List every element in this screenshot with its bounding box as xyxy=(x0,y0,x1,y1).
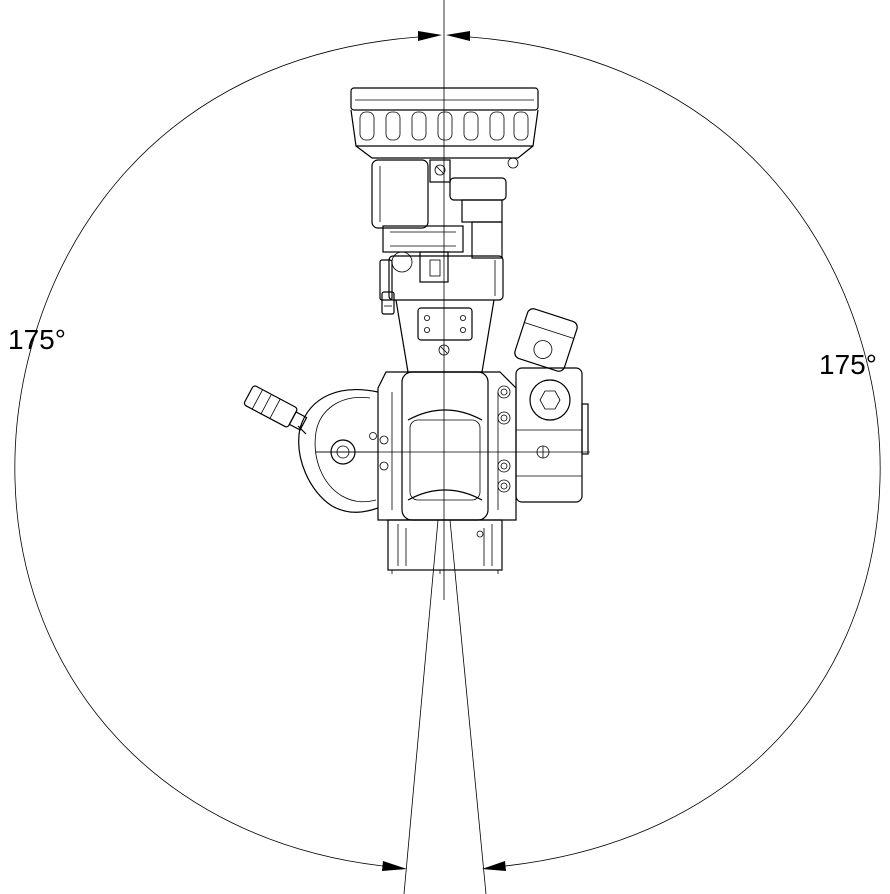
rotation-range-arcs xyxy=(14,36,881,867)
arrow-bottom-right xyxy=(482,861,506,871)
arrow-bottom-left xyxy=(382,861,407,871)
robot-top-view xyxy=(243,87,589,574)
reference-lines xyxy=(316,0,590,894)
left-rotation-arc xyxy=(14,36,419,867)
right-angle-label: 175° xyxy=(819,349,877,380)
limit-line-left xyxy=(403,519,439,894)
arrow-heads xyxy=(382,31,506,871)
upper-arm-link xyxy=(388,255,504,373)
wrist-motor xyxy=(371,159,507,283)
right-motor xyxy=(514,308,589,503)
tool-flange xyxy=(350,87,539,169)
arm-connector-left xyxy=(379,259,395,315)
limit-line-right xyxy=(449,519,487,894)
arrow-top-left xyxy=(418,31,442,41)
left-angle-label: 175° xyxy=(8,324,66,355)
arrow-top-right xyxy=(446,31,470,41)
shoulder-housing xyxy=(369,371,517,521)
left-joint-cover xyxy=(298,389,379,513)
robot-base xyxy=(387,519,503,574)
right-rotation-arc xyxy=(469,36,881,867)
side-connector xyxy=(243,385,308,435)
